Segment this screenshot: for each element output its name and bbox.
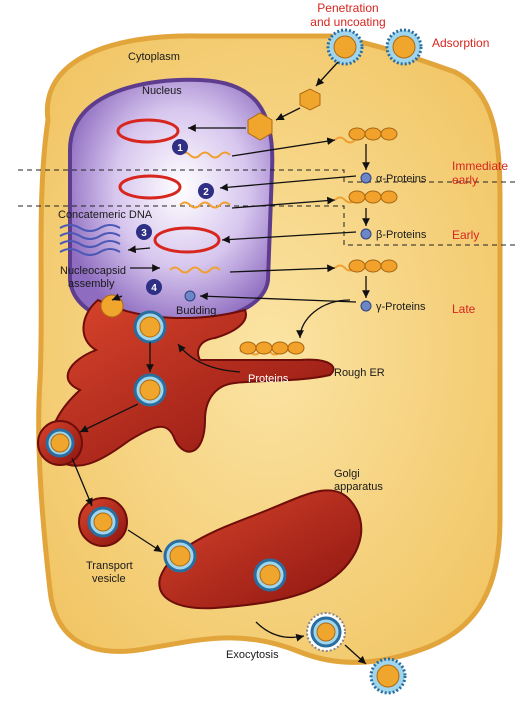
virion-golgi-2 — [253, 558, 287, 592]
protein-blobs — [184, 172, 372, 312]
label-transport-line2: vesicle — [92, 573, 126, 585]
capsid-hex-1 — [299, 88, 321, 111]
svg-text:1: 1 — [177, 143, 183, 154]
label-immediate-line1: Immediate — [452, 159, 508, 173]
viral-dna-circle-1 — [116, 118, 180, 144]
step-badge-3: 3 — [136, 224, 152, 240]
virion-exocytosis — [306, 612, 346, 652]
label-early: Early — [452, 228, 479, 242]
virion-vesicle-2 — [87, 506, 119, 538]
label-beta-proteins: β-Proteins — [376, 229, 427, 241]
label-transport-line1: Transport — [86, 560, 133, 572]
rough-er — [49, 298, 335, 467]
label-cytoplasm: Cytoplasm — [128, 51, 180, 63]
svg-text:4: 4 — [151, 283, 157, 294]
label-nucleus: Nucleus — [142, 85, 182, 97]
viral-dna-circle-2 — [118, 174, 182, 200]
virion-vesicle-1 — [45, 428, 75, 458]
label-alpha-proteins: α-Proteins — [376, 173, 427, 185]
label-budding: Budding — [176, 305, 216, 317]
step-badge-1: 1 — [172, 139, 188, 155]
concatemeric-dna-coils — [59, 224, 121, 256]
label-concatemeric-dna: Concatemeric DNA — [58, 209, 153, 221]
virion-er — [133, 373, 167, 407]
virion-released — [369, 657, 407, 695]
label-rough-er: Rough ER — [334, 367, 385, 379]
label-penetration-line1: Penetration — [317, 1, 378, 15]
golgi-apparatus — [158, 489, 363, 610]
label-exocytosis: Exocytosis — [226, 649, 279, 661]
label-adsorption: Adsorption — [432, 36, 489, 50]
label-gamma-proteins: γ-Proteins — [376, 301, 426, 313]
ribosomes-immediate-early — [348, 127, 398, 141]
ribosomes-late — [348, 259, 398, 273]
label-penetration-line2: and uncoating — [310, 15, 385, 29]
label-nucleocapsid-line1: Nucleocapsid — [60, 265, 126, 277]
label-golgi-line1: Golgi — [334, 468, 360, 480]
virion-adsorption — [385, 28, 423, 66]
label-immediate-line2: early — [452, 173, 478, 187]
virion-budding — [133, 310, 167, 344]
label-late: Late — [452, 302, 476, 316]
step-badge-2: 2 — [198, 183, 214, 199]
virion-golgi-1 — [163, 539, 197, 573]
phase-dividers — [18, 169, 518, 246]
pathway-arrows — [71, 61, 370, 665]
ribosomes-early — [348, 190, 398, 204]
svg-text:3: 3 — [141, 228, 147, 239]
svg-text:2: 2 — [203, 187, 209, 198]
label-golgi-line2: apparatus — [334, 481, 383, 493]
step-badge-4: 4 — [146, 279, 162, 295]
capsid-hex-2 — [247, 112, 273, 141]
label-nucleocapsid-line2: assembly — [68, 278, 115, 290]
virion-penetration — [326, 28, 364, 66]
label-proteins: Proteins — [248, 373, 289, 385]
ribosomes-rough-er — [239, 341, 305, 355]
viral-dna-circle-3 — [153, 226, 221, 254]
virion-nucleocapsid — [100, 294, 124, 318]
